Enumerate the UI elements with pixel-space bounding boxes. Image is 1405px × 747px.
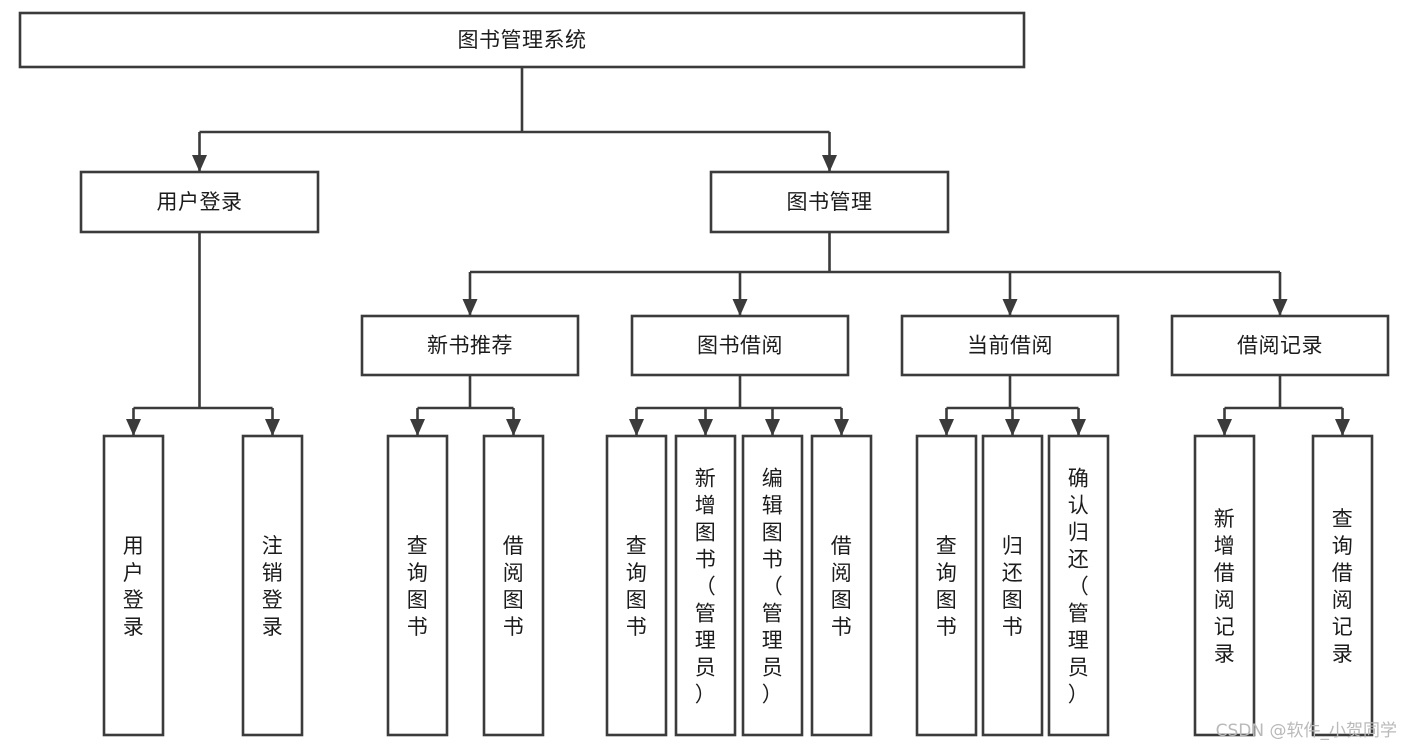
node-leaf-11[interactable]: 新增借阅记录 (1193, 434, 1256, 737)
node-root[interactable]: 图书管理系统 (18, 11, 1026, 69)
node-label: 查询图书 (407, 534, 429, 639)
node-leaf-0[interactable]: 用户登录 (102, 434, 165, 737)
node-label: 注销登录 (262, 534, 284, 639)
node-leaf-12[interactable]: 查询借阅记录 (1311, 434, 1374, 737)
node-label: 新增借阅记录 (1214, 507, 1236, 666)
node-leaf-9[interactable]: 归还图书 (981, 434, 1044, 737)
node-label: 借阅记录 (1237, 334, 1323, 358)
arrow-head-icon (192, 155, 207, 172)
node-label: 借阅图书 (831, 534, 853, 639)
node-box (915, 434, 978, 737)
node-level3-1[interactable]: 图书借阅 (630, 314, 850, 377)
arrow-head-icon (1005, 419, 1020, 436)
node-label: 新增图书（管理员） (695, 467, 717, 707)
node-level3-2[interactable]: 当前借阅 (900, 314, 1120, 377)
node-label: 图书管理 (787, 190, 873, 214)
node-leaf-1[interactable]: 注销登录 (241, 434, 304, 737)
node-box (360, 314, 580, 377)
node-box (674, 434, 737, 737)
arrow-head-icon (126, 419, 141, 436)
arrow-head-icon (1335, 419, 1350, 436)
node-box (630, 314, 850, 377)
arrow-head-icon (629, 419, 644, 436)
node-leaf-8[interactable]: 查询图书 (915, 434, 978, 737)
node-label: 新书推荐 (427, 334, 513, 358)
node-leaf-5[interactable]: 新增图书（管理员） (674, 434, 737, 737)
node-box (1311, 434, 1374, 737)
node-box (79, 170, 320, 234)
node-label: 查询图书 (626, 534, 648, 639)
arrow-head-icon (834, 419, 849, 436)
node-label: 图书管理系统 (458, 28, 587, 52)
arrow-head-icon (822, 155, 837, 172)
node-label: 当前借阅 (967, 334, 1053, 358)
node-label: 确认归还（管理员） (1068, 467, 1090, 707)
node-level3-0[interactable]: 新书推荐 (360, 314, 580, 377)
node-label: 用户登录 (123, 534, 145, 639)
node-box (1193, 434, 1256, 737)
arrow-head-icon (732, 299, 748, 316)
arrow-head-icon (765, 419, 780, 436)
node-leaf-7[interactable]: 借阅图书 (810, 434, 873, 737)
node-leaf-2[interactable]: 查询图书 (386, 434, 449, 737)
arrow-head-icon (1002, 299, 1018, 316)
node-label: 查询借阅记录 (1332, 507, 1354, 666)
node-box (386, 434, 449, 737)
arrow-head-icon (1272, 299, 1288, 316)
arrow-head-icon (462, 299, 478, 316)
nodes-layer: 图书管理系统用户登录图书管理新书推荐图书借阅当前借阅借阅记录用户登录注销登录查询… (18, 11, 1390, 737)
node-level3-3[interactable]: 借阅记录 (1170, 314, 1390, 377)
connectors-layer (126, 67, 1350, 436)
node-box (482, 434, 545, 737)
arrow-head-icon (698, 419, 713, 436)
node-leaf-6[interactable]: 编辑图书（管理员） (741, 434, 804, 737)
node-label: 查询图书 (936, 534, 958, 639)
node-box (810, 434, 873, 737)
node-box (709, 170, 950, 234)
node-leaf-10[interactable]: 确认归还（管理员） (1047, 434, 1110, 737)
arrow-head-icon (506, 419, 521, 436)
node-box (18, 11, 1026, 69)
arrow-head-icon (1071, 419, 1086, 436)
node-box (741, 434, 804, 737)
node-label: 用户登录 (157, 190, 243, 214)
node-box (900, 314, 1120, 377)
arrow-head-icon (410, 419, 425, 436)
arrow-head-icon (939, 419, 954, 436)
node-leaf-4[interactable]: 查询图书 (605, 434, 668, 737)
node-level2-1[interactable]: 图书管理 (709, 170, 950, 234)
node-label: 编辑图书（管理员） (762, 467, 784, 707)
node-box (1047, 434, 1110, 737)
node-box (605, 434, 668, 737)
node-level2-0[interactable]: 用户登录 (79, 170, 320, 234)
node-label: 借阅图书 (503, 534, 525, 639)
node-box (102, 434, 165, 737)
node-leaf-3[interactable]: 借阅图书 (482, 434, 545, 737)
arrow-head-icon (1217, 419, 1232, 436)
node-box (981, 434, 1044, 737)
node-label: 图书借阅 (697, 334, 783, 358)
node-box (241, 434, 304, 737)
node-box (1170, 314, 1390, 377)
node-label: 归还图书 (1002, 534, 1024, 639)
arrow-head-icon (265, 419, 280, 436)
